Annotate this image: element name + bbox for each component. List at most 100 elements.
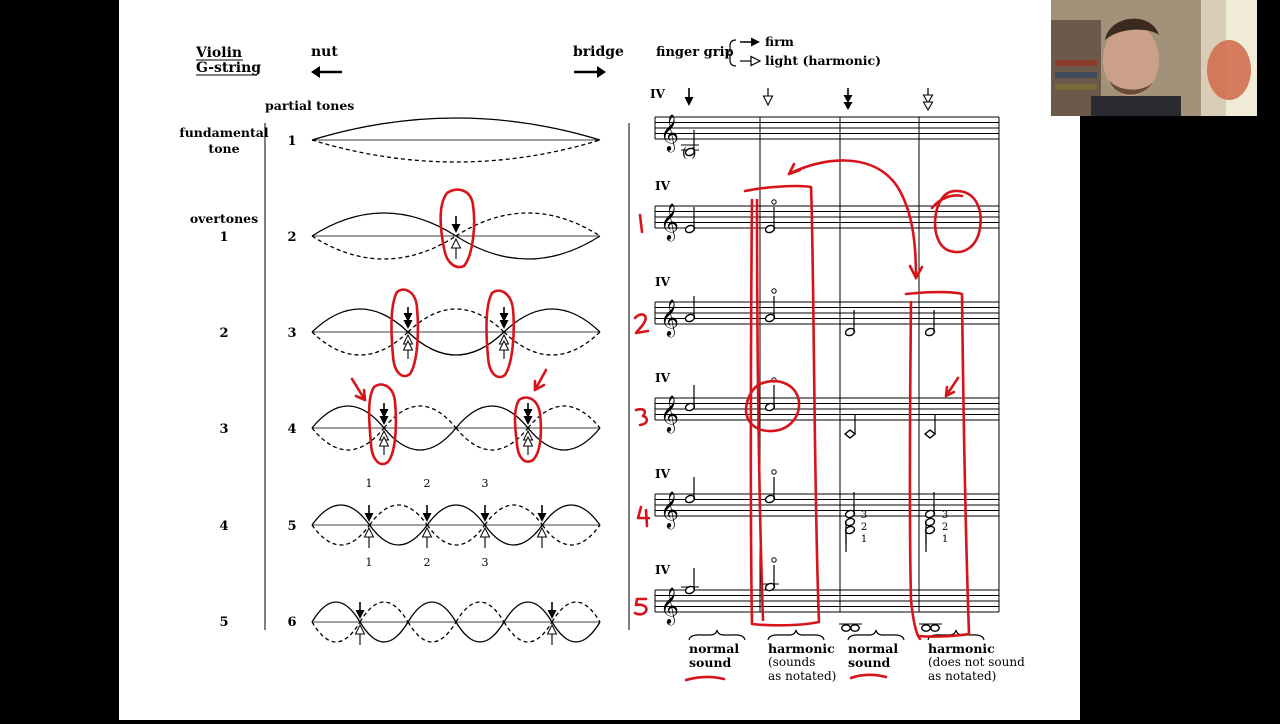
- treble-clef-icon: 𝄞: [660, 298, 679, 337]
- light-arrow-icon: [536, 526, 548, 548]
- partial-number: 6: [287, 615, 296, 630]
- firm-arrow-icon: [355, 602, 365, 619]
- wave-loop: [369, 524, 428, 546]
- wave-loop: [369, 504, 428, 526]
- double-light-arrow-icon: [498, 333, 510, 359]
- red-row-number: [638, 213, 644, 234]
- string-label: IV: [655, 467, 671, 481]
- half-note: [684, 477, 696, 504]
- finger-number: 3: [482, 556, 489, 569]
- red-row-number: [633, 597, 648, 616]
- wave-loop: [383, 405, 457, 429]
- node-loop: [485, 289, 516, 379]
- light-arrow-icon: [546, 623, 558, 645]
- firm-arrow-icon: [422, 505, 432, 522]
- underline: [849, 673, 888, 680]
- wave-loop: [426, 524, 486, 546]
- half-note: [924, 525, 936, 552]
- half-note: [764, 557, 777, 592]
- double-light-arrow-icon: [922, 88, 934, 112]
- wave-loop: [455, 235, 601, 260]
- double-firm-arrow-icon: [403, 307, 413, 329]
- overtones-label: overtones: [190, 211, 258, 226]
- string-label: IV: [650, 87, 666, 101]
- harmonic-diamond: [923, 429, 937, 439]
- column-label: as notated): [928, 669, 996, 683]
- half-note: [764, 199, 777, 234]
- double-firm-arrow-icon: [499, 307, 509, 329]
- whole-note: [921, 624, 931, 632]
- wave-loop: [455, 405, 529, 429]
- wave-loop: [383, 427, 457, 451]
- light-arrow-icon: [740, 55, 762, 67]
- score-staves: 𝄞𝄞IV𝄞IV𝄞IV𝄞IV𝄞IV( ): [654, 113, 1000, 632]
- arrow-left-icon: [311, 66, 342, 78]
- half-note: [844, 525, 856, 552]
- red-arrow: [533, 368, 548, 392]
- wave-loop: [311, 524, 371, 546]
- node-loop: [439, 188, 476, 269]
- string-label: IV: [655, 563, 671, 577]
- treble-clef-icon: 𝄞: [660, 394, 679, 433]
- partial-number: 1: [287, 134, 296, 149]
- wave-loop: [455, 601, 505, 623]
- parentheses: ( ): [682, 146, 696, 161]
- half-note: [684, 296, 696, 323]
- wave-loop: [359, 601, 409, 623]
- light-arrow-icon: [421, 526, 433, 548]
- half-note: [684, 568, 696, 595]
- node-loop: [367, 383, 398, 466]
- col4-box-left: [908, 300, 922, 641]
- firm-arrow-icon: [684, 88, 694, 106]
- light-arrow-icon: [450, 237, 462, 259]
- nut-label: nut: [311, 44, 338, 60]
- finger-number: 1: [366, 477, 373, 490]
- string-label: IV: [655, 179, 671, 193]
- column-label: (sounds: [768, 655, 815, 669]
- wave-loop: [455, 621, 505, 643]
- double-light-arrow-icon: [402, 333, 414, 359]
- finger-number: 2: [424, 477, 431, 490]
- treble-clef-icon: 𝄞: [660, 202, 679, 241]
- node-loop: [390, 288, 420, 378]
- firm-arrow-icon: [451, 216, 461, 233]
- string-label: IV: [655, 275, 671, 289]
- red-row-number: [634, 407, 649, 427]
- curved-arrow-head: [908, 264, 924, 280]
- wave-loop: [541, 524, 601, 546]
- standing-wave: [311, 405, 601, 451]
- half-note: [764, 469, 777, 504]
- light-arrow-icon: [354, 623, 366, 645]
- fundamental-label: fundamental: [179, 125, 269, 140]
- wave-loop: [311, 601, 361, 623]
- half-note: [684, 207, 696, 234]
- string-label: IV: [655, 371, 671, 385]
- wave-loop: [311, 235, 457, 260]
- red-arrow: [350, 377, 367, 402]
- treble-clef-icon: 𝄞: [660, 490, 679, 529]
- firm-arrow-icon: [480, 505, 490, 522]
- wave-loop: [484, 524, 543, 546]
- wave-loop: [541, 504, 601, 526]
- instrument-string: G-string: [196, 60, 261, 76]
- wave-loop: [407, 601, 457, 623]
- wave-loop: [484, 504, 543, 526]
- node-loop: [513, 396, 543, 463]
- half-note: [684, 130, 696, 157]
- wave-loop: [503, 308, 601, 333]
- partial-number: 4: [287, 422, 296, 437]
- curved-arrow: [787, 159, 918, 280]
- col4-box: [904, 290, 971, 638]
- staff: 𝄞IV: [654, 563, 1000, 625]
- light-arrow-icon: [479, 526, 491, 548]
- chord-fingering-col4: 3 2 1: [942, 510, 948, 545]
- half-note: [684, 385, 696, 412]
- harmonic-column-box-inner: [755, 198, 765, 622]
- harmonics-diagram: Violin G-string nut bridge finger grip f…: [179, 34, 1025, 683]
- harmonic-column-box: [743, 184, 821, 627]
- wave-loop: [311, 621, 361, 643]
- half-note: [844, 492, 856, 519]
- half-note: [924, 310, 936, 337]
- red-annotations: [350, 159, 982, 682]
- fingering-number: 2: [861, 522, 867, 533]
